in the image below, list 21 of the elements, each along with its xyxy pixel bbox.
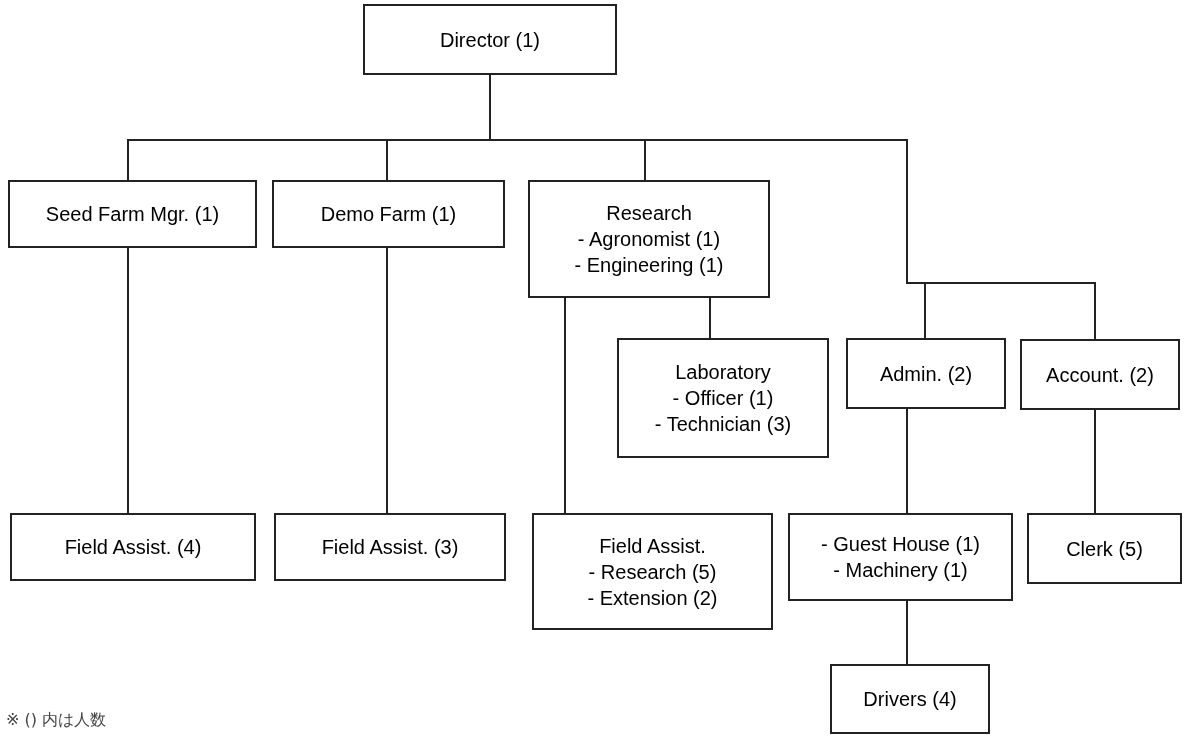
note-text: ※ () 内は人数 [6,709,107,731]
connector-line [564,297,566,514]
connector-line [906,600,908,665]
connector-line [386,247,388,514]
org-box: Demo Farm (1) [272,180,505,248]
connector-line [127,247,129,514]
org-box: Account. (2) [1020,339,1180,410]
org-box: Field Assist. - Research (5) - Extension (2) [532,513,773,630]
org-box: Laboratory - Officer (1) - Technician (3) [617,338,829,458]
connector-line [906,408,908,514]
org-box: Drivers (4) [830,664,990,734]
org-box: Seed Farm Mgr. (1) [8,180,257,248]
connector-line [1094,409,1096,514]
org-box: Research - Agronomist (1) - Engineering (1) [528,180,770,298]
org-box: Field Assist. (4) [10,513,256,581]
org-box: Clerk (5) [1027,513,1182,584]
org-box: - Guest House (1) - Machinery (1) [788,513,1013,601]
org-box: Director (1) [363,4,617,75]
org-box: Admin. (2) [846,338,1006,409]
connector-line [709,297,711,339]
org-box: Field Assist. (3) [274,513,506,581]
